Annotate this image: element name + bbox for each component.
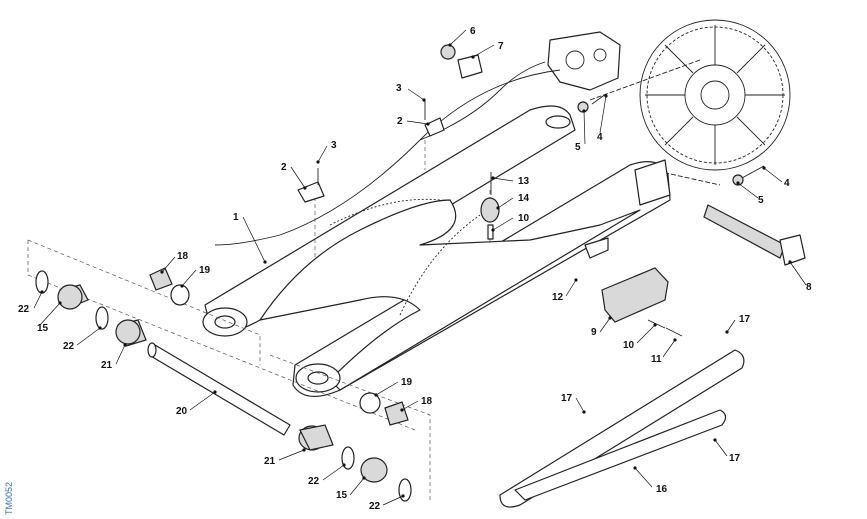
callout-5: 5 — [758, 195, 764, 206]
callout-22: 22 — [369, 501, 381, 512]
wheel-spindle — [703, 204, 806, 266]
callout-7: 7 — [498, 41, 504, 52]
callout-21: 21 — [264, 456, 276, 467]
callout-10: 10 — [623, 340, 635, 351]
callout-labels: 1 2 2 3 3 4 4 5 5 6 7 8 9 10 10 11 12 13… — [18, 26, 812, 512]
callout-22: 22 — [63, 341, 75, 352]
hose-clips — [297, 100, 445, 203]
callout-12: 12 — [552, 292, 564, 303]
callout-15: 15 — [37, 323, 49, 334]
callout-1: 1 — [233, 212, 239, 223]
callout-2: 2 — [397, 116, 403, 127]
callout-6: 6 — [470, 26, 476, 37]
callout-19: 19 — [401, 377, 413, 388]
bump-stop — [480, 172, 500, 240]
rear-sprocket — [639, 19, 791, 171]
pivot-caps — [149, 267, 409, 426]
callout-22: 22 — [308, 476, 320, 487]
left-bearing-stack — [35, 270, 147, 347]
callout-17: 17 — [729, 453, 741, 464]
leader-lines — [33, 29, 807, 506]
callout-11: 11 — [651, 354, 662, 365]
callout-2: 2 — [281, 162, 287, 173]
brake-caliper — [419, 31, 621, 141]
callout-17: 17 — [739, 314, 751, 325]
callout-10: 10 — [518, 213, 530, 224]
callout-18: 18 — [421, 396, 433, 407]
callout-13: 13 — [518, 176, 530, 187]
callout-20: 20 — [176, 406, 188, 417]
callout-15: 15 — [336, 490, 348, 501]
callout-5: 5 — [575, 142, 581, 153]
chain-slider-block — [601, 267, 683, 337]
callout-18: 18 — [177, 251, 189, 262]
callout-8: 8 — [806, 282, 812, 293]
callout-14: 14 — [518, 193, 530, 204]
right-bearing-stack — [298, 424, 412, 502]
brake-hose — [214, 69, 561, 246]
callout-21: 21 — [101, 360, 113, 371]
callout-4: 4 — [784, 178, 790, 189]
callout-17: 17 — [561, 393, 573, 404]
callout-3: 3 — [331, 140, 337, 151]
pivot-shaft — [147, 342, 291, 436]
chain-guide — [499, 349, 745, 508]
callout-19: 19 — [199, 265, 211, 276]
callout-22: 22 — [18, 304, 30, 315]
reference-code: TM0052 — [4, 482, 14, 515]
swingarm — [202, 105, 671, 397]
callout-16: 16 — [656, 484, 668, 495]
callout-9: 9 — [591, 327, 597, 338]
callout-4: 4 — [597, 132, 603, 143]
callout-3: 3 — [396, 83, 402, 94]
caliper-bracket-parts — [440, 44, 483, 79]
